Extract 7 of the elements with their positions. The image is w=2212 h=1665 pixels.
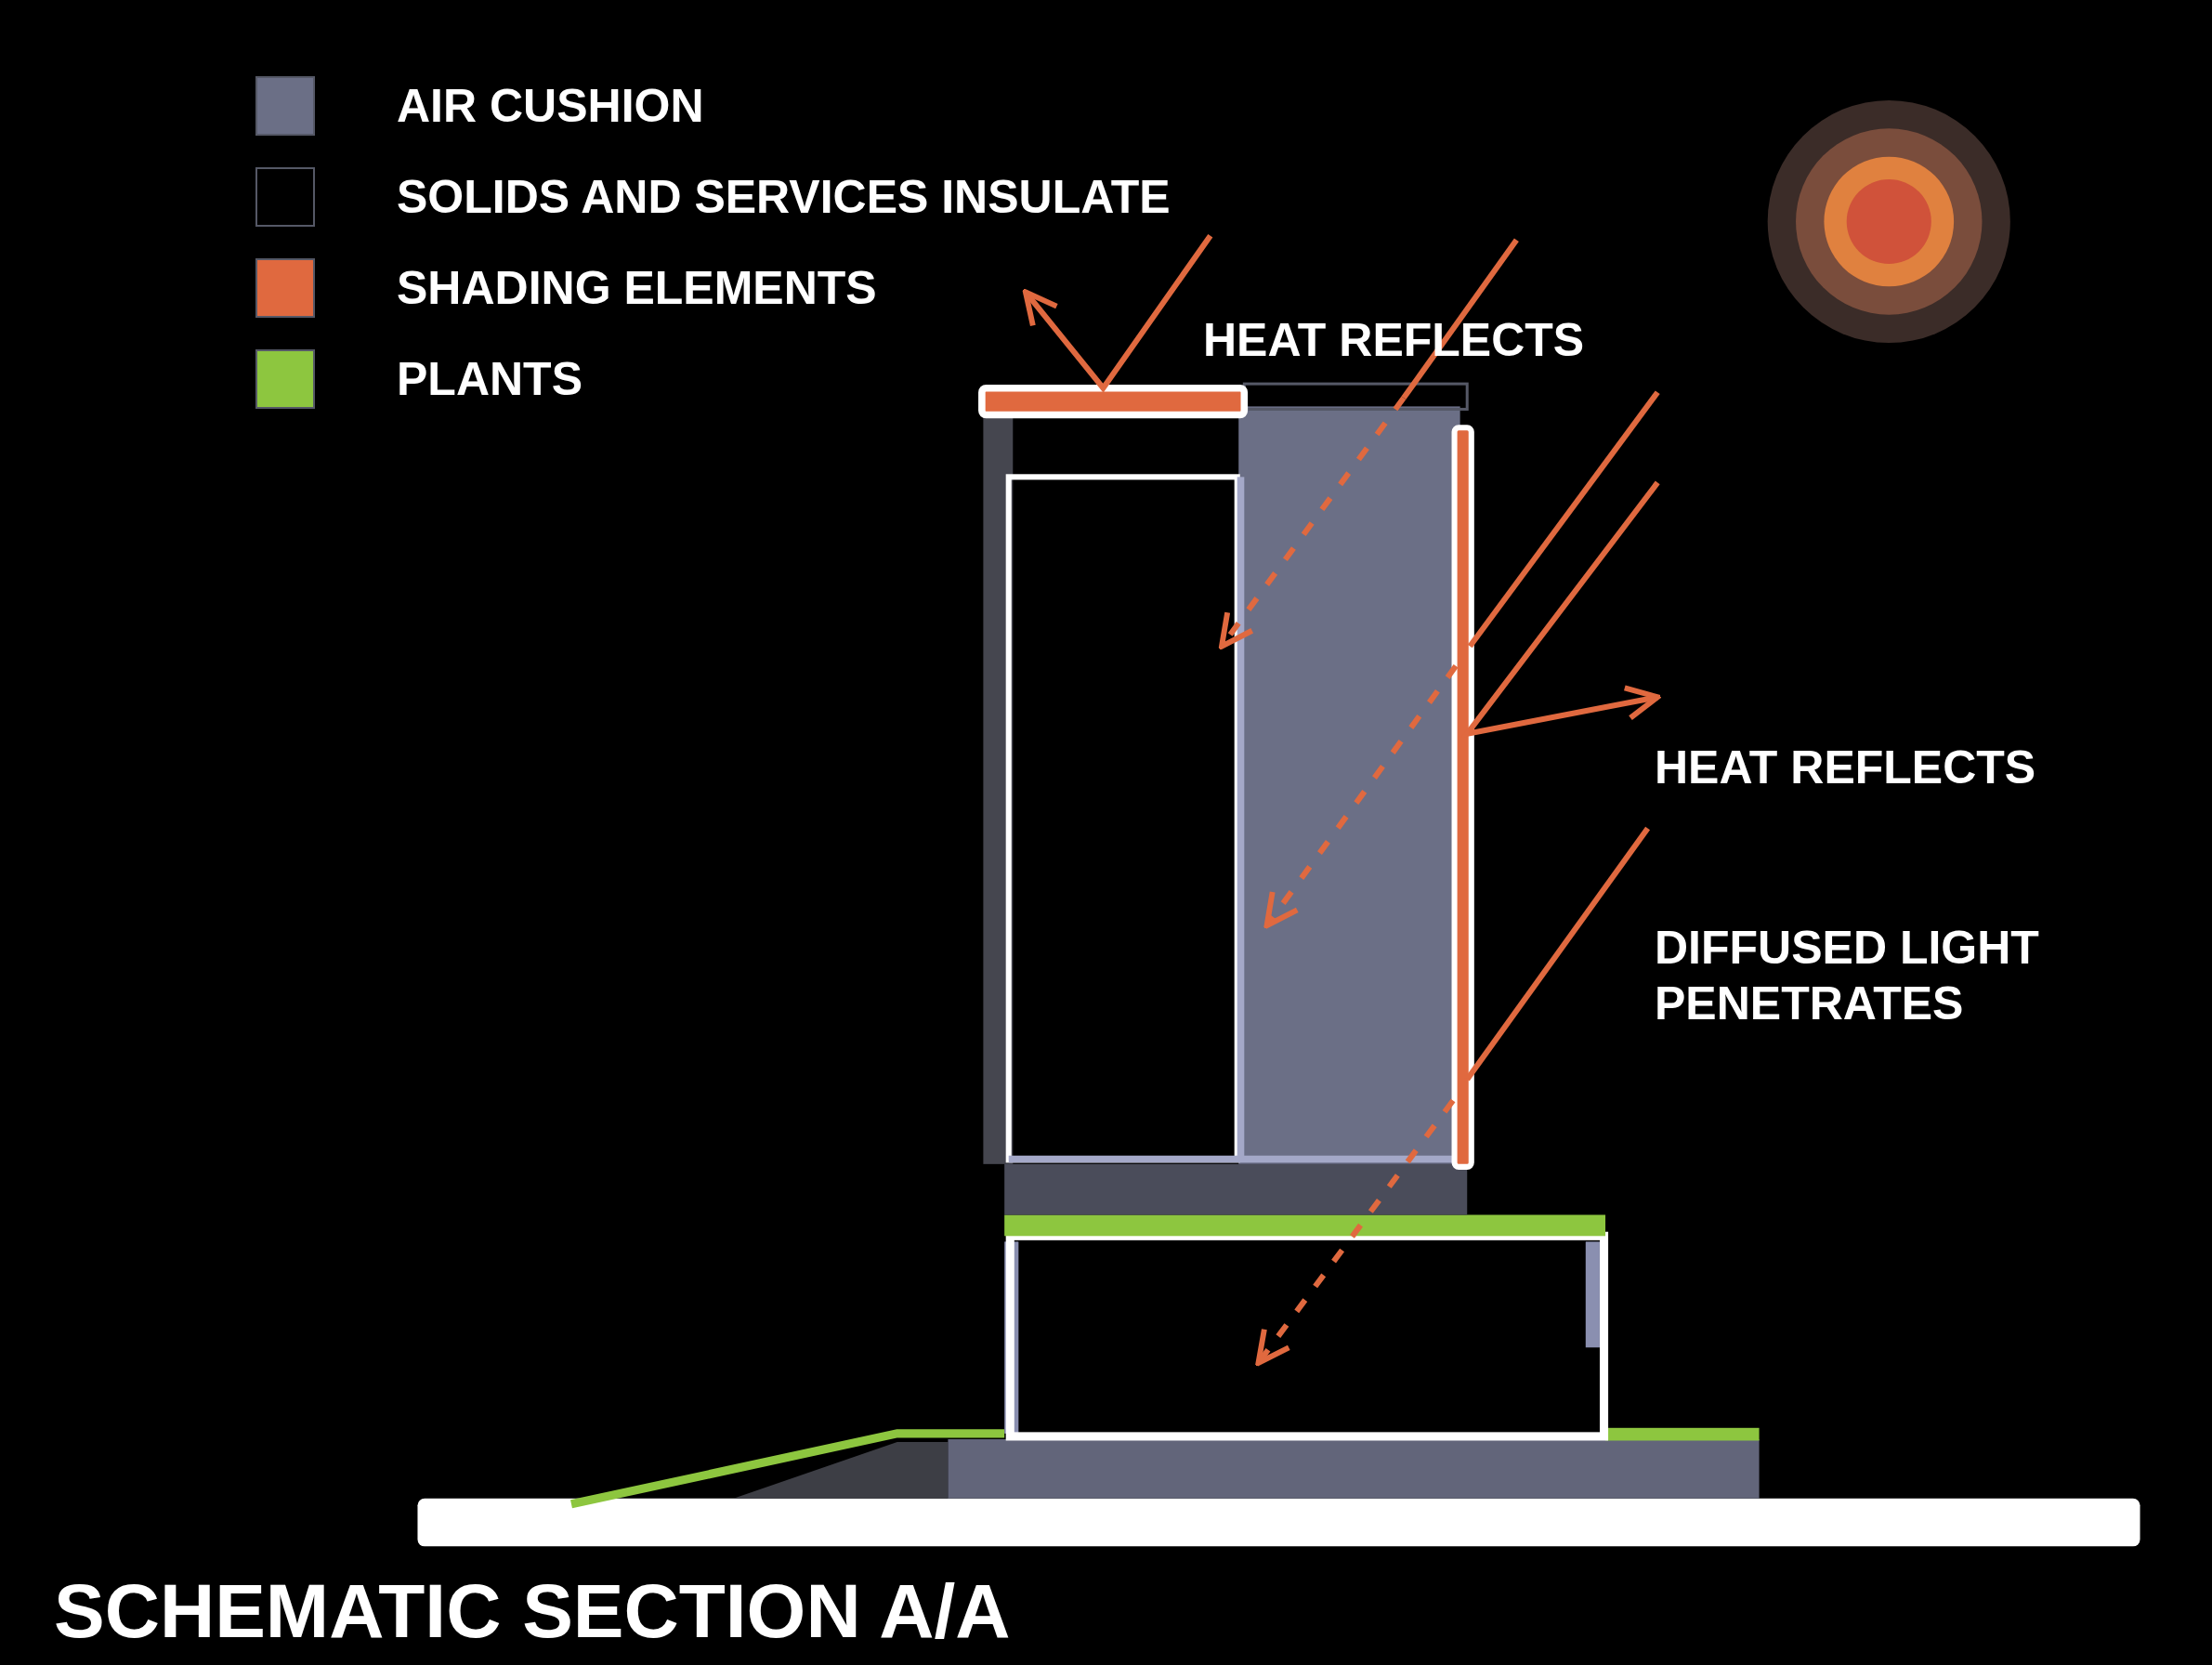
annotation-label: DIFFUSED LIGHT PENETRATES — [1655, 921, 2040, 1031]
legend-text: SHADING ELEMENTS — [397, 265, 877, 311]
legend-text: AIR CUSHION — [397, 83, 704, 129]
legend-text: SOLIDS AND SERVICES INSULATE — [397, 174, 1171, 220]
section-title: SCHEMATIC SECTION A/A — [54, 1573, 1011, 1649]
legend-text: PLANTS — [397, 356, 582, 402]
annotation-label: HEAT REFLECTS — [1655, 741, 2037, 795]
